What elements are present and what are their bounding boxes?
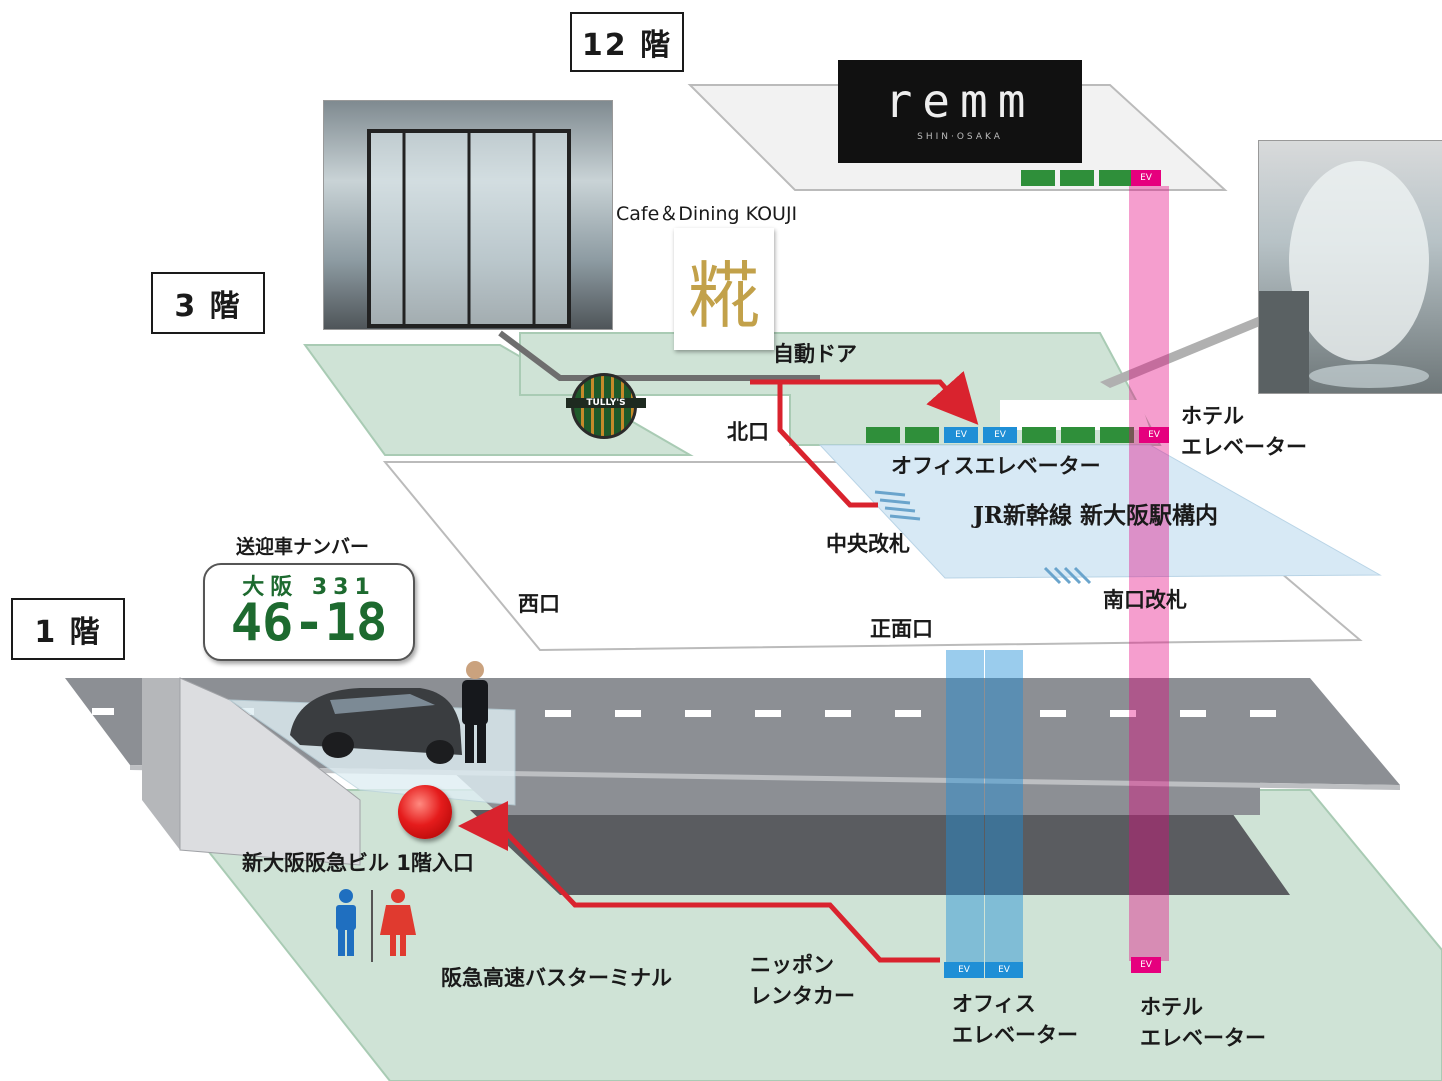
office-elevator-1f-label-2: エレベーター: [952, 1023, 1078, 1047]
kouji-logo: 糀: [687, 253, 760, 338]
entrance-1f-label: 新大阪阪急ビル 1階入口: [242, 851, 474, 875]
corridor-line: [498, 330, 820, 381]
ev-tag-1f-hotel: EV: [1140, 960, 1152, 970]
ev-tag-12f-hotel: EV: [1140, 173, 1152, 183]
route-3f-central: [750, 379, 878, 508]
south-gate-icon: [1043, 566, 1092, 585]
remm-wordmark: remm: [884, 74, 1036, 128]
ev-tag-3f-office-2: EV: [994, 430, 1006, 440]
auto-door-label: 自動ドア: [773, 342, 857, 366]
rental-label-2: レンタカー: [750, 984, 855, 1008]
west-exit-label: 西口: [518, 592, 560, 616]
floor-1-label: 1 階: [11, 598, 125, 660]
restroom-icon: [336, 889, 416, 962]
attendant-icon: [462, 661, 488, 763]
plate-region: 大阪 331: [242, 575, 376, 600]
floor-3-label: 3 階: [151, 272, 265, 334]
plate-number: 46-18: [230, 593, 388, 653]
office-elevator-3f-label: オフィスエレベーター: [891, 454, 1101, 478]
white-zone-3f: [1000, 400, 1150, 430]
entrance-doors-icon: [367, 129, 571, 328]
tullys-logo: TULLY'S: [566, 373, 646, 439]
plate-caption: 送迎車ナンバー: [236, 536, 370, 558]
ev-tag-1f-office-2: EV: [998, 965, 1010, 975]
elevator-row-3f: [866, 427, 1169, 443]
ev-tag-1f-office-1: EV: [958, 965, 970, 975]
north-exit-label: 北口: [727, 420, 769, 444]
hotel-lobby-photo: [1258, 140, 1442, 394]
front-exit-label: 正面口: [870, 617, 933, 641]
floor-12-label: 12 階: [570, 12, 684, 72]
hotel-elevator-3f-label-2: エレベーター: [1181, 435, 1307, 459]
hotel-elevator-3f-label-1: ホテル: [1181, 404, 1244, 428]
central-gate-label: 中央改札: [826, 532, 910, 556]
stairs-block: [142, 678, 180, 850]
central-gate-icon: [874, 490, 921, 521]
ev-tag-3f-office-1: EV: [955, 430, 967, 440]
jr-station-area: [818, 444, 1382, 579]
lobby-wall-icon: [1259, 161, 1429, 393]
tullys-wordmark: TULLY'S: [566, 398, 646, 408]
south-gate-label: 南口改札: [1103, 588, 1187, 612]
rental-label-1: ニッポン: [750, 953, 834, 977]
hotel-elevator-1f-label-1: ホテル: [1140, 995, 1203, 1019]
photo-pointer: [1100, 316, 1260, 388]
license-plate: 大阪 331 46-18: [203, 563, 415, 661]
ev-tag-3f-hotel: EV: [1148, 430, 1160, 440]
cafe-name: Cafe＆Dining KOUJI: [616, 203, 798, 225]
office-elevator-1f-label-1: オフィス: [952, 992, 1036, 1016]
route-3f: [750, 370, 979, 425]
route-1f: [458, 801, 940, 963]
entrance-photo: [323, 100, 613, 330]
remm-logo: remm SHIN·OSAKA: [838, 60, 1082, 163]
jr-station-label: JR新幹線 新大阪駅構内: [973, 502, 1219, 529]
car-icon: [290, 688, 462, 764]
elevator-row-12f: [1021, 170, 1161, 186]
bus-terminal-label: 阪急高速バスターミナル: [441, 966, 672, 990]
hotel-elevator-1f-label-2: エレベーター: [1140, 1026, 1266, 1050]
stairs: [179, 677, 361, 866]
hotel-elevator-shaft: [1129, 186, 1169, 961]
office-elevator-shaft-1: [946, 650, 984, 965]
entrance-pin-icon: [398, 785, 452, 839]
remm-subtitle: SHIN·OSAKA: [917, 132, 1003, 142]
kouji-logo-box: 糀: [674, 228, 774, 350]
office-elevator-shaft-2: [985, 650, 1023, 965]
floor-1-building-dark: [470, 810, 1290, 895]
